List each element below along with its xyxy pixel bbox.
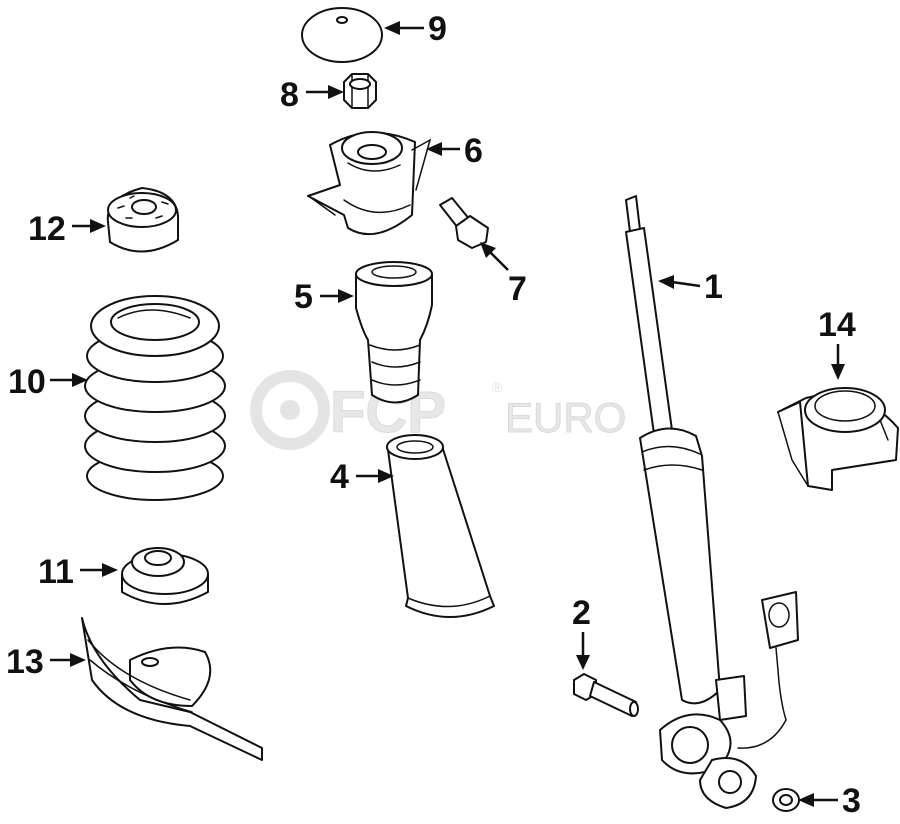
callout-2: 2 bbox=[572, 594, 591, 632]
part-2-mounting-bolt bbox=[573, 673, 639, 717]
watermark-logo-ring bbox=[250, 370, 330, 450]
part-9-cap bbox=[301, 7, 383, 63]
callout-11: 11 bbox=[38, 553, 74, 591]
callout-arrows bbox=[50, 21, 845, 807]
watermark-suffix: EURO bbox=[505, 394, 626, 441]
callout-5: 5 bbox=[294, 278, 313, 316]
callout-8: 8 bbox=[280, 76, 299, 114]
callout-7: 7 bbox=[508, 270, 527, 308]
callout-14: 14 bbox=[818, 306, 856, 344]
part-10-coil-spring bbox=[84, 295, 226, 501]
callout-labels: 1 2 3 4 5 6 7 8 9 10 11 12 13 14 bbox=[6, 10, 861, 820]
callout-1: 1 bbox=[704, 268, 723, 306]
part-4-dust-boot bbox=[386, 434, 495, 618]
watermark-logo-dot bbox=[280, 400, 300, 420]
callout-6: 6 bbox=[464, 132, 483, 170]
callout-10: 10 bbox=[8, 363, 46, 401]
watermark: FCP ® EURO bbox=[250, 370, 627, 450]
part-13-shield bbox=[81, 617, 263, 761]
watermark-registered: ® bbox=[492, 379, 503, 395]
part-5-bump-stop bbox=[355, 261, 433, 404]
callout-12: 12 bbox=[28, 210, 66, 248]
part-8-nut bbox=[343, 73, 377, 109]
part-3-washer bbox=[772, 788, 800, 812]
part-7-bolt bbox=[439, 197, 489, 249]
callout-9: 9 bbox=[428, 10, 447, 48]
callout-13: 13 bbox=[6, 643, 44, 681]
part-1-shock-absorber bbox=[625, 195, 799, 809]
part-11-spring-pad bbox=[121, 547, 209, 605]
callout-4: 4 bbox=[330, 458, 349, 496]
part-6-upper-mount bbox=[307, 131, 432, 236]
part-12-spring-seat bbox=[106, 187, 180, 253]
part-14-insulator bbox=[777, 387, 899, 491]
callout-3: 3 bbox=[842, 782, 861, 820]
